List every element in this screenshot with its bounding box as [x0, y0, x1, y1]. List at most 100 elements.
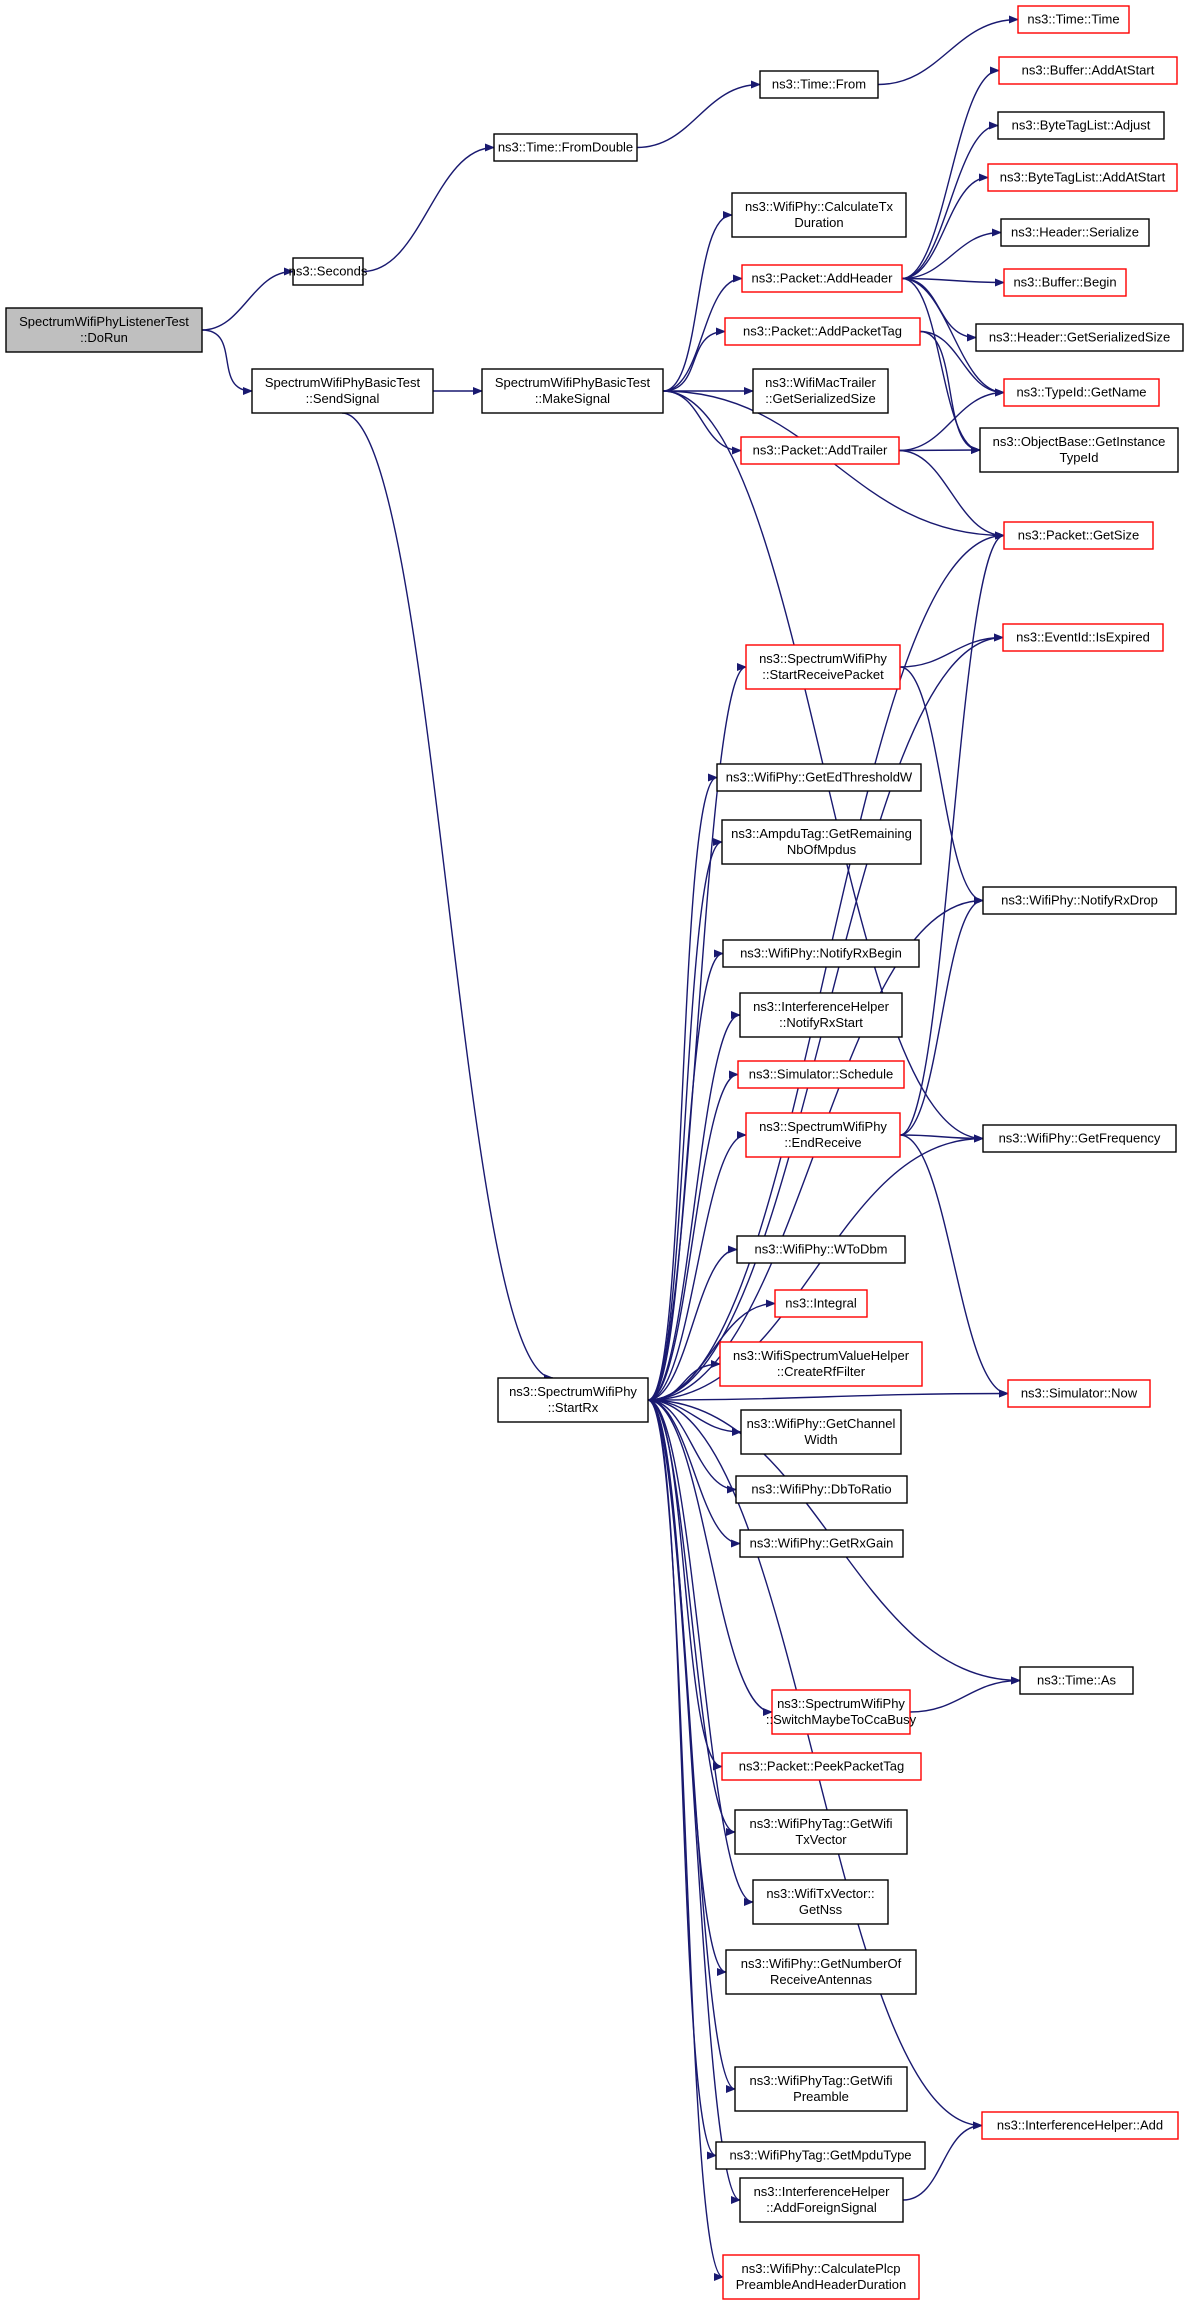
edge-addheader-to-objbase: [901, 277, 981, 454]
node-label: ns3::Header::GetSerializedSize: [989, 330, 1170, 345]
node-box: [752, 368, 889, 414]
node-label: ns3::Time::FromDouble: [498, 140, 633, 155]
node-edthreshold[interactable]: ns3::WifiPhy::GetEdThresholdW: [716, 763, 922, 792]
node-label: SpectrumWifiPhyBasicTest: [265, 375, 421, 390]
node-label: ::DoRun: [80, 330, 128, 345]
node-label: ns3::Seconds: [289, 264, 368, 279]
edge-addpackettag-to-typeidname: [919, 330, 1005, 397]
node-btladdatstart[interactable]: ns3::ByteTagList::AddAtStart: [987, 163, 1178, 192]
node-label: ::CreateRfFilter: [777, 1364, 866, 1379]
node-label: PreambleAndHeaderDuration: [736, 2277, 907, 2292]
edge-addheader-to-bufaddatstart: [901, 66, 1000, 280]
node-box: [725, 1949, 917, 1995]
node-headerser[interactable]: ns3::Header::Serialize: [1000, 218, 1150, 247]
node-label: Preamble: [793, 2089, 849, 2104]
node-box: [5, 307, 203, 353]
node-integral[interactable]: ns3::Integral: [774, 1289, 868, 1318]
node-label: ::SendSignal: [306, 391, 380, 406]
edge-startrx-to-addforeign: [647, 1399, 741, 2204]
edge-endreceive-to-simnow: [899, 1134, 1009, 1398]
node-box: [979, 427, 1179, 473]
node-label: GetNss: [799, 1902, 843, 1917]
node-rxgain[interactable]: ns3::WifiPhy::GetRxGain: [739, 1529, 904, 1558]
node-notifyrxdrop[interactable]: ns3::WifiPhy::NotifyRxDrop: [982, 886, 1177, 915]
node-box: [745, 644, 901, 690]
node-fromdouble[interactable]: ns3::Time::FromDouble: [493, 133, 638, 162]
edge-root-to-seconds: [201, 267, 294, 331]
node-box: [716, 763, 922, 792]
node-createrf[interactable]: ns3::WifiSpectrumValueHelper::CreateRfFi…: [719, 1341, 923, 1387]
node-makesignal[interactable]: SpectrumWifiPhyBasicTest::MakeSignal: [481, 368, 664, 414]
node-timeas[interactable]: ns3::Time::As: [1019, 1666, 1134, 1695]
node-bufbegin[interactable]: ns3::Buffer::Begin: [1003, 268, 1127, 297]
node-switchcca[interactable]: ns3::SpectrumWifiPhy::SwitchMaybeToCcaBu…: [766, 1689, 917, 1735]
node-label: ::MakeSignal: [535, 391, 610, 406]
node-notifyrxbegin[interactable]: ns3::WifiPhy::NotifyRxBegin: [722, 939, 920, 968]
node-box: [735, 1475, 908, 1504]
node-label: ns3::ObjectBase::GetInstance: [993, 434, 1166, 449]
node-headersersize[interactable]: ns3::Header::GetSerializedSize: [975, 323, 1184, 352]
node-label: ns3::WifiPhy::NotifyRxBegin: [740, 946, 902, 961]
node-addheader[interactable]: ns3::Packet::AddHeader: [741, 264, 903, 293]
edge-startrx-to-mpdutype: [647, 1399, 717, 2160]
node-box: [997, 111, 1165, 140]
edge-startrx-to-switchcca: [647, 1399, 773, 1716]
node-mpdutype[interactable]: ns3::WifiPhyTag::GetMpduType: [715, 2141, 926, 2170]
node-sendsignal[interactable]: SpectrumWifiPhyBasicTest::SendSignal: [251, 368, 434, 414]
node-wifimactrailer[interactable]: ns3::WifiMacTrailer::GetSerializedSize: [752, 368, 889, 414]
node-btladjust[interactable]: ns3::ByteTagList::Adjust: [997, 111, 1165, 140]
node-label: Width: [804, 1432, 837, 1447]
node-time[interactable]: ns3::Time::Time: [1017, 5, 1130, 34]
node-getsize[interactable]: ns3::Packet::GetSize: [1003, 521, 1154, 550]
node-label: ns3::WifiTxVector::: [766, 1886, 874, 1901]
node-label: NbOfMpdus: [787, 842, 857, 857]
node-box: [982, 1124, 1177, 1153]
edge-startrx-to-edthreshold: [647, 773, 718, 1401]
node-seconds[interactable]: ns3::Seconds: [289, 257, 368, 286]
node-label: ::NotifyRxStart: [779, 1015, 863, 1030]
edge-from-to-time: [877, 15, 1019, 86]
node-simnow[interactable]: ns3::Simulator::Now: [1007, 1379, 1151, 1408]
node-box: [719, 1341, 923, 1387]
node-box: [1003, 521, 1154, 550]
node-getfrequency[interactable]: ns3::WifiPhy::GetFrequency: [982, 1124, 1177, 1153]
node-label: SpectrumWifiPhyListenerTest: [19, 314, 189, 329]
node-addforeign[interactable]: ns3::InterferenceHelper::AddForeignSigna…: [739, 2177, 904, 2223]
node-startrecvpkt[interactable]: ns3::SpectrumWifiPhy::StartReceivePacket: [745, 644, 901, 690]
node-label: ns3::Packet::AddPacketTag: [743, 324, 902, 339]
node-startrx[interactable]: ns3::SpectrumWifiPhy::StartRx: [497, 1377, 649, 1423]
node-from[interactable]: ns3::Time::From: [759, 70, 879, 99]
node-dbtoratio[interactable]: ns3::WifiPhy::DbToRatio: [735, 1475, 908, 1504]
node-addtrailer[interactable]: ns3::Packet::AddTrailer: [740, 436, 900, 465]
node-label: ns3::SpectrumWifiPhy: [777, 1696, 905, 1711]
node-label: ns3::WifiPhy::CalculateTx: [745, 199, 894, 214]
node-bufaddatstart[interactable]: ns3::Buffer::AddAtStart: [998, 56, 1178, 85]
edge-startrx-to-calcplcp: [647, 1399, 724, 2281]
node-addpackettag[interactable]: ns3::Packet::AddPacketTag: [724, 317, 921, 346]
node-isexpired[interactable]: ns3::EventId::IsExpired: [1002, 623, 1164, 652]
node-label: ns3::InterferenceHelper: [754, 2184, 891, 2199]
node-calcplcp[interactable]: ns3::WifiPhy::CalculatePlcpPreambleAndHe…: [722, 2254, 920, 2300]
edge-addheader-to-headerser: [901, 228, 1002, 280]
node-typeidname[interactable]: ns3::TypeId::GetName: [1003, 378, 1160, 407]
node-ihnotifyrxstart[interactable]: ns3::InterferenceHelper::NotifyRxStart: [739, 992, 903, 1038]
node-root[interactable]: SpectrumWifiPhyListenerTest::DoRun: [5, 307, 203, 353]
node-wtodbm[interactable]: ns3::WifiPhy::WToDbm: [736, 1235, 906, 1264]
node-endreceive[interactable]: ns3::SpectrumWifiPhy::EndReceive: [745, 1112, 901, 1158]
node-schedule[interactable]: ns3::Simulator::Schedule: [737, 1060, 905, 1089]
node-box: [731, 192, 907, 238]
node-ihadd[interactable]: ns3::InterferenceHelper::Add: [981, 2111, 1179, 2140]
node-peektag[interactable]: ns3::Packet::PeekPacketTag: [721, 1752, 922, 1781]
node-getnss[interactable]: ns3::WifiTxVector::GetNss: [752, 1879, 889, 1925]
edge-startrx-to-createrf: [647, 1360, 721, 1401]
node-label: ns3::Packet::PeekPacketTag: [739, 1759, 904, 1774]
edge-makesignal-to-addpackettag: [662, 327, 726, 392]
node-box: [497, 1377, 649, 1423]
